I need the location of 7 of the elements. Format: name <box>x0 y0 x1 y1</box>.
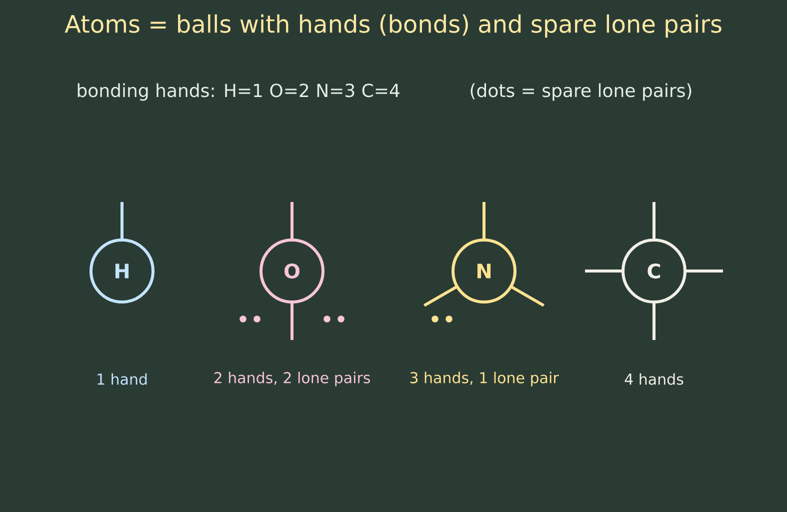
note-text: (dots = spare lone pairs) <box>470 83 692 101</box>
atom-caption: 4 hands <box>624 373 684 385</box>
subtitle-text: bonding hands: H=1 O=2 N=3 C=4 <box>78 83 400 101</box>
atom-caption: 3 hands, 1 lone pair <box>410 372 559 386</box>
title: Atoms = balls with hands (bonds) and spare lone pairs <box>64 14 722 38</box>
atom-caption: 1 hand <box>98 373 147 385</box>
atom-caption: 2 hands, 2 lone pairs <box>214 372 370 386</box>
